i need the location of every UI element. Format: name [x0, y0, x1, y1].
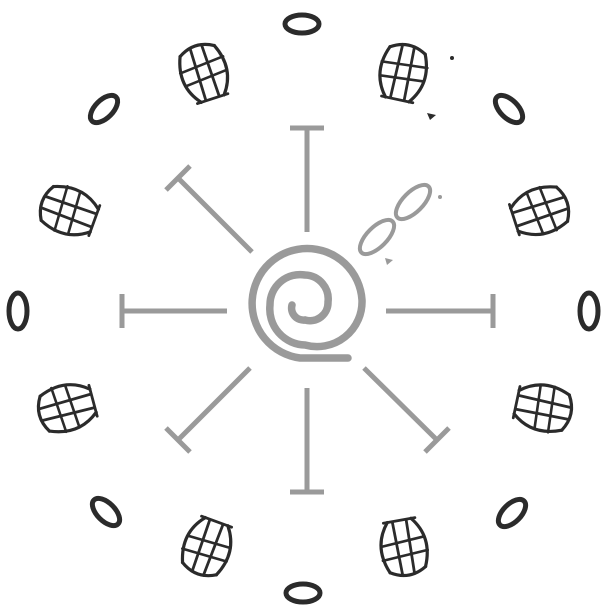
speck — [450, 56, 454, 60]
